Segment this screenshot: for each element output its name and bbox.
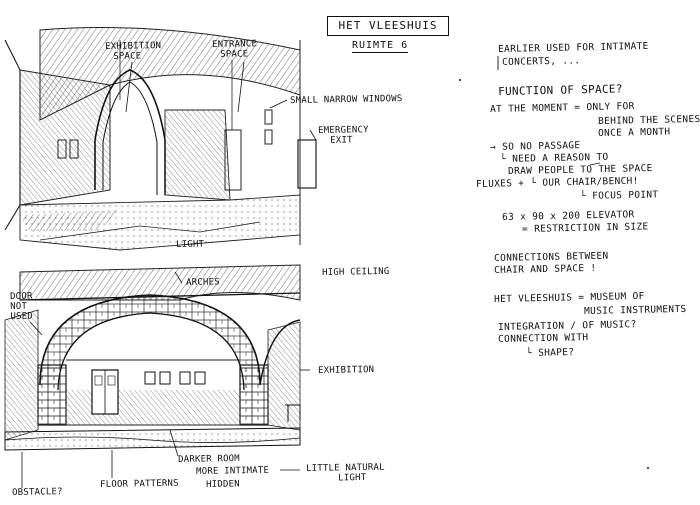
title-box: HET VLEESHUIS: [327, 16, 449, 36]
subtitle: RUIMTE 6: [352, 40, 409, 53]
gothic-arch: [94, 69, 166, 195]
floor-patterns: [4, 427, 301, 451]
